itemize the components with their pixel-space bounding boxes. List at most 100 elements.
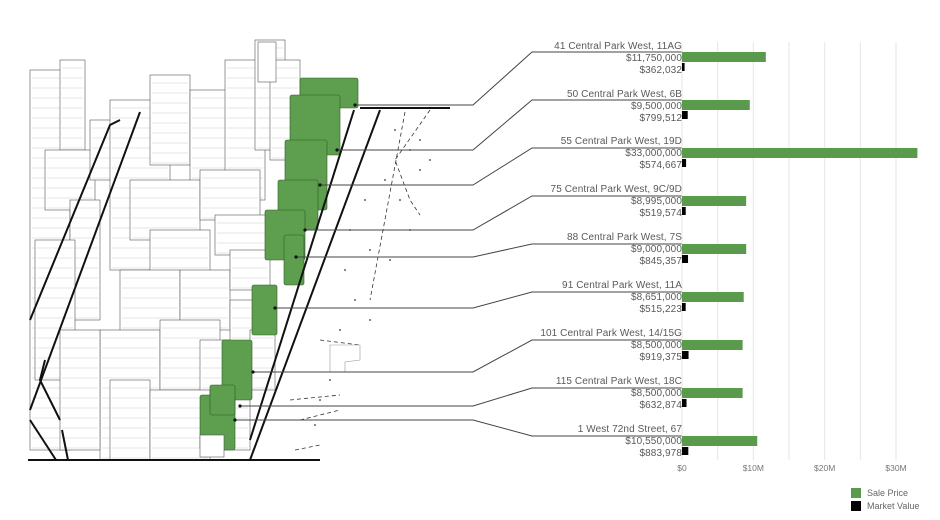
sale-price-value: $9,500,000 (630, 101, 682, 112)
listing-address: 41 Central Park West, 11AG (554, 41, 682, 52)
listing-address: 55 Central Park West, 19D (560, 136, 682, 147)
market-value-value: $515,223 (639, 304, 682, 315)
building-block (199, 169, 261, 221)
market-value-bar (682, 447, 689, 455)
park-structure (329, 344, 361, 373)
leader-line (320, 147, 682, 186)
park-dot (344, 269, 346, 271)
market-value-value: $845,357 (639, 256, 682, 267)
leader-dot (238, 404, 242, 408)
park-dot (354, 299, 356, 301)
leader-line (253, 339, 682, 373)
leader-dot (294, 255, 298, 259)
market-value-bar (682, 63, 685, 71)
market-value-value: $574,667 (639, 160, 682, 171)
building-block (229, 249, 271, 291)
park-dot (339, 329, 341, 331)
highlighted-building (251, 284, 278, 336)
leader-dot (335, 148, 339, 152)
market-value-bar (682, 399, 687, 407)
listing-address: 115 Central Park West, 18C (555, 376, 682, 387)
listing-address: 101 Central Park West, 14/15G (540, 328, 682, 339)
listing-label: 88 Central Park West, 7S$9,000,000$845,3… (567, 232, 682, 268)
market-value-bar (682, 303, 686, 311)
sale-price-bar (682, 100, 750, 110)
sale-price-value: $11,750,000 (626, 53, 682, 64)
park-path (294, 444, 321, 451)
park-dot (419, 169, 421, 171)
park-dot (419, 139, 421, 141)
sale-price-bar (682, 292, 744, 302)
market-value-value: $632,874 (639, 400, 682, 411)
leader-line (296, 243, 682, 258)
sale-price-bar (682, 52, 766, 62)
building-block (249, 329, 276, 391)
leader-lines (233, 51, 682, 437)
park-dot (384, 179, 386, 181)
park-dot (314, 424, 316, 426)
building-block (149, 74, 191, 166)
x-tick-label: $10M (742, 463, 764, 473)
sale-price-value: $9,000,000 (630, 244, 682, 255)
sale-price-value: $8,651,000 (630, 292, 682, 303)
listing-label: 75 Central Park West, 9C/9D$8,995,000$51… (551, 184, 682, 220)
legend-label: Market Value (867, 501, 920, 511)
sale-price-value: $8,500,000 (630, 388, 682, 399)
highlighted-building (209, 384, 236, 416)
chart-bars (682, 52, 918, 455)
x-tick-label: $0 (677, 463, 687, 473)
building-block (214, 214, 271, 256)
tower (257, 41, 277, 83)
x-tick-label: $30M (885, 463, 907, 473)
leader-line (305, 195, 682, 231)
leader-dot (353, 103, 357, 107)
building-block (59, 59, 86, 151)
highlighted-building (283, 234, 305, 286)
listing-label: 115 Central Park West, 18C$8,500,000$632… (556, 376, 682, 412)
listing-address: 50 Central Park West, 6B (566, 89, 682, 100)
listing-label: 1 West 72nd Street, 67$10,550,000$883,97… (578, 424, 682, 460)
street-line (249, 109, 355, 441)
listing-label: 50 Central Park West, 6B$9,500,000$799,5… (567, 89, 682, 125)
legend-swatch-sale-price (851, 488, 861, 498)
leader-line (275, 291, 682, 309)
park-dot (389, 259, 391, 261)
leader-dot (318, 183, 322, 187)
x-tick-label: $20M (814, 463, 836, 473)
leader-dot (303, 228, 307, 232)
listing-label: 41 Central Park West, 11AG$11,750,000$36… (554, 41, 682, 77)
market-value-value: $362,032 (639, 65, 682, 76)
leader-dot (273, 306, 277, 310)
market-value-bar (682, 111, 688, 119)
leader-line (355, 51, 682, 106)
park-path (289, 394, 341, 401)
market-value-value: $799,512 (639, 113, 682, 124)
park-path (319, 339, 361, 346)
street-line (61, 429, 69, 461)
sale-price-value: $10,550,000 (625, 436, 682, 447)
leader-line (240, 387, 682, 407)
street-line (29, 419, 57, 461)
leader-line (235, 419, 682, 437)
market-value-bar (682, 351, 689, 359)
listing-label: 91 Central Park West, 11A$8,651,000$515,… (562, 280, 682, 316)
market-value-bar (682, 207, 686, 215)
park-dot (399, 199, 401, 201)
sale-price-bar (682, 148, 918, 158)
isometric-city-illustration (28, 39, 450, 461)
park-dot (364, 199, 366, 201)
park-path (299, 409, 341, 421)
listing-address: 75 Central Park West, 9C/9D (550, 184, 682, 195)
street-line (29, 119, 121, 321)
building-block (59, 329, 101, 451)
listing-address: 88 Central Park West, 7S (566, 232, 682, 243)
street-line (38, 359, 61, 421)
building-block (109, 379, 151, 461)
market-value-bar (682, 255, 689, 263)
listing-label: 55 Central Park West, 19D$33,000,000$574… (561, 136, 682, 172)
legend-swatch-market-value (851, 501, 861, 511)
listing-address: 91 Central Park West, 11A (562, 280, 682, 291)
street-line (29, 111, 141, 411)
listing-address: 1 West 72nd Street, 67 (577, 424, 682, 435)
